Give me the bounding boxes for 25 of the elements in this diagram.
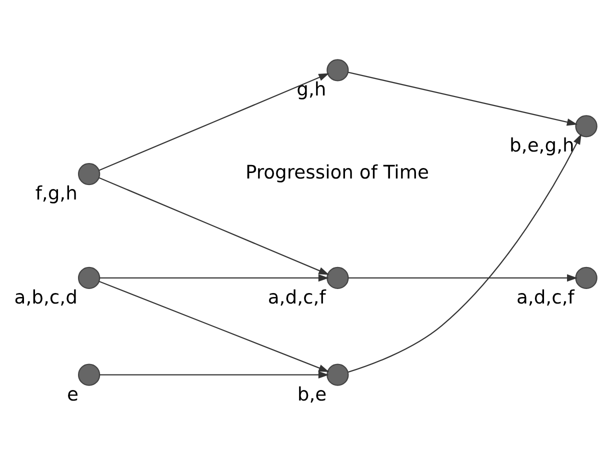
node-label: a,d,c,f — [516, 286, 574, 308]
node-circle — [326, 363, 349, 386]
arrow — [348, 71, 578, 126]
node-circle — [575, 114, 598, 137]
node-label: e — [66, 384, 78, 405]
node-circle — [326, 58, 349, 81]
node-circle — [78, 363, 100, 386]
node-label: b,e — [297, 384, 327, 405]
arrow — [98, 176, 330, 274]
arrow — [348, 133, 582, 372]
arrow — [100, 370, 329, 378]
node-label: a,d,c,f — [268, 286, 326, 308]
arrow — [98, 72, 330, 170]
arrow — [100, 274, 329, 282]
node-circle — [78, 266, 100, 289]
node-label: a,b,c,d — [14, 286, 78, 308]
node-label: g,h — [296, 79, 326, 100]
arrow — [348, 274, 578, 282]
arrow — [98, 280, 330, 372]
node-label: f,g,h — [35, 183, 78, 204]
node-circle — [326, 266, 349, 289]
node-circle — [78, 162, 100, 185]
label: Progression of Time — [245, 162, 430, 183]
node-circle — [575, 266, 598, 289]
node-label: b,e,g,h — [510, 135, 574, 156]
